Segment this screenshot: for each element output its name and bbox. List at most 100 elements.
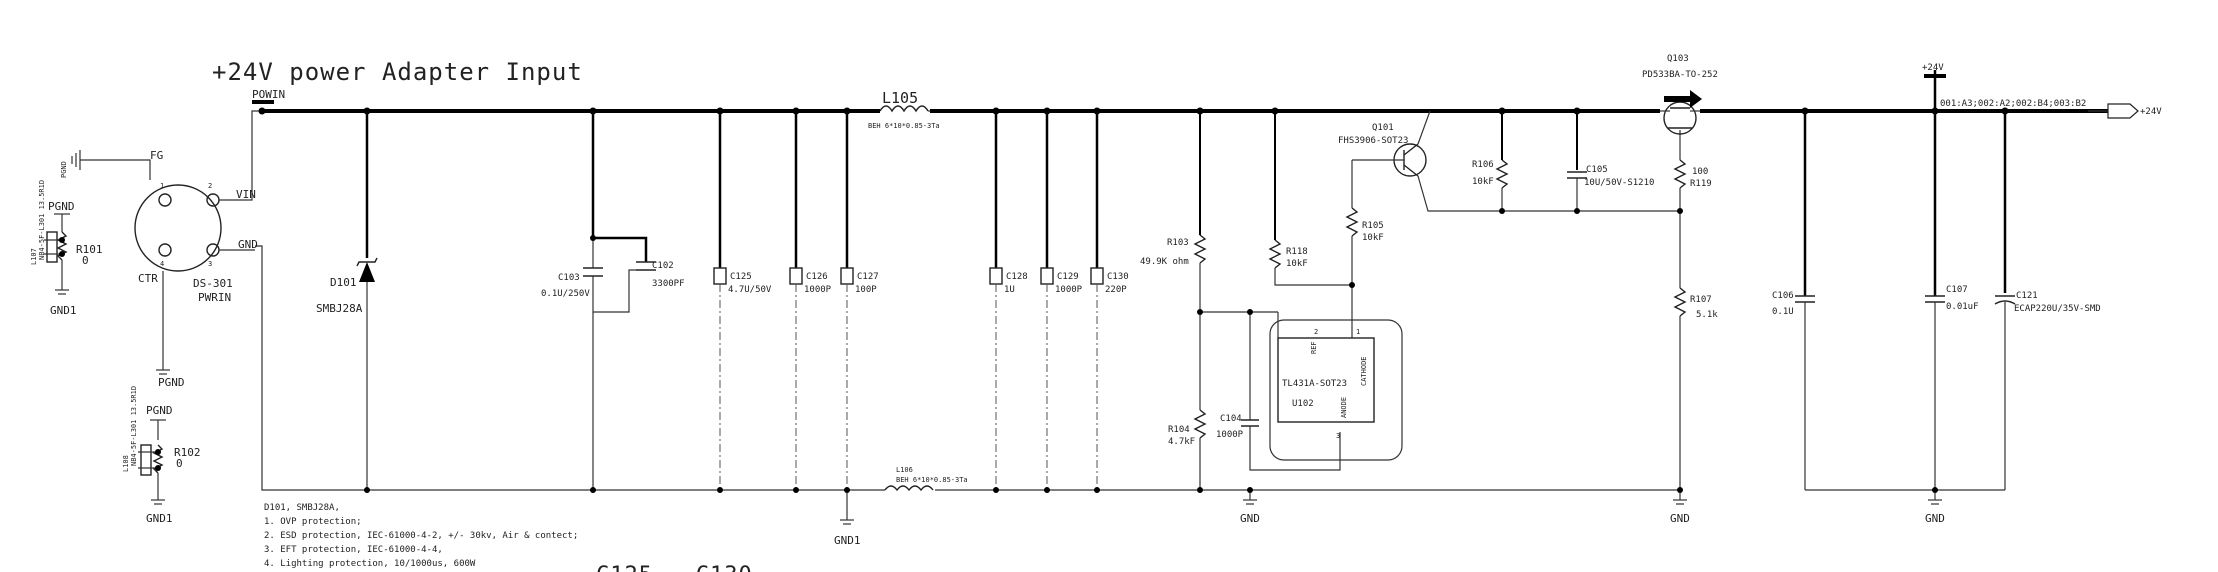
junction-dots <box>258 107 2009 493</box>
p24v-label: +24V <box>1922 63 1944 73</box>
c104-value: 1000P <box>1216 430 1244 440</box>
gnd1-label-bottom: GND1 <box>146 512 173 525</box>
r101-ref: R101 <box>76 243 103 256</box>
c126-value: 1000P <box>804 285 832 295</box>
r118-value: 10kF <box>1286 259 1308 269</box>
note-line-1: 1. OVP protection; <box>264 517 362 527</box>
r105-ref: R105 <box>1362 221 1384 231</box>
u102-part: TL431A-SOT23 <box>1282 379 1347 389</box>
l108-part: NB4-5F-L301 13.5R1D <box>130 386 138 466</box>
r105-value: 10kF <box>1362 233 1384 243</box>
note-line-4: 4. Lighting protection, 10/1000us, 600W <box>264 559 476 569</box>
d101-value: SMBJ28A <box>316 302 363 315</box>
connector-pin-vin: VIN <box>236 188 256 201</box>
q101-ref: Q101 <box>1372 123 1394 133</box>
power-connector <box>80 110 262 375</box>
u102-pin-1: 1 <box>1356 328 1360 336</box>
inductor-l105 <box>879 105 930 113</box>
pgnd-label-top: PGND <box>48 200 75 213</box>
c121-ref: C121 <box>2016 291 2038 301</box>
c107-ref: C107 <box>1946 285 1968 295</box>
r102-ref: R102 <box>174 446 201 459</box>
connector-pin-1: 1 <box>160 182 164 190</box>
c106-value: 0.1U <box>1772 307 1794 317</box>
connector-pin-3: 3 <box>208 260 212 268</box>
d101-ref: D101 <box>330 276 357 289</box>
filter-bank-right <box>989 111 1104 490</box>
connector-pin-gnd: GND <box>238 238 258 251</box>
gnd1-label-mid: GND1 <box>834 534 861 547</box>
ground-symbols <box>1243 490 1942 505</box>
c129-ref: C129 <box>1057 272 1079 282</box>
gnd-label-1: GND <box>1240 512 1260 525</box>
c127-ref: C127 <box>857 272 879 282</box>
c125-value: 4.7U/50V <box>728 285 772 295</box>
ground-tie-top <box>44 213 70 295</box>
powin-label: POWIN <box>252 88 285 101</box>
c102-value: 3300PF <box>652 279 685 289</box>
q103-ref: Q103 <box>1667 54 1689 64</box>
u102-pin-cathode: CATHODE <box>1360 356 1368 386</box>
r103-ref: R103 <box>1167 238 1189 248</box>
r102-value: 0 <box>176 457 183 470</box>
pgnd-label-bottom: PGND <box>146 404 173 417</box>
l106-ref: L106 <box>896 466 913 474</box>
r104-value: 4.7kF <box>1168 437 1195 447</box>
note-line-2: 2. ESD protection, IEC-61000-4-2, +/- 30… <box>264 531 578 541</box>
r118-ref: R118 <box>1286 247 1308 257</box>
output-caps <box>1795 70 2016 490</box>
cut-caption: C125 ~ C130 <box>596 563 753 572</box>
c107-value: 0.01uF <box>1946 302 1979 312</box>
offpage-connector <box>2088 103 2139 119</box>
ground-bus <box>255 245 2005 491</box>
pgnd-chassis-symbol <box>71 150 81 170</box>
c105-value: 10U/50V-S1210 <box>1584 178 1654 188</box>
r119-ref: R119 <box>1690 179 1712 189</box>
c103-c102-network <box>583 111 656 490</box>
c129-value: 1000P <box>1055 285 1083 295</box>
c106-ref: C106 <box>1772 291 1794 301</box>
c125-ref: C125 <box>730 272 752 282</box>
mosfet-q103 <box>1660 90 1702 135</box>
tl431-box <box>1269 319 1403 461</box>
u102-pin-anode: ANODE <box>1340 397 1348 418</box>
c127-value: 100P <box>855 285 877 295</box>
c105-ref: C105 <box>1586 165 1608 175</box>
connector-pin-2: 2 <box>208 182 212 190</box>
inductor-l106 <box>840 485 934 525</box>
schematic-title: +24V power Adapter Input <box>212 58 583 86</box>
connector-pin-4: 4 <box>160 260 164 268</box>
u102-pin-ref: REF <box>1310 341 1318 354</box>
connector-name: PWRIN <box>198 291 231 304</box>
regulator-network <box>1193 110 1687 490</box>
c103-value: 0.1U/250V <box>541 289 590 299</box>
c128-value: 1U <box>1004 285 1015 295</box>
filter-bank-left <box>713 111 854 490</box>
ground-tie-bottom <box>138 419 166 505</box>
c121-value: ECAP220U/35V-SMD <box>2014 304 2101 314</box>
r106-ref: R106 <box>1472 160 1494 170</box>
c102-ref: C102 <box>652 261 674 271</box>
r104-ref: R104 <box>1168 425 1190 435</box>
fg-label: FG <box>150 149 163 162</box>
note-line-3: 3. EFT protection, IEC-61000-4-4, <box>264 545 443 555</box>
c128-ref: C128 <box>1006 272 1028 282</box>
r107-ref: R107 <box>1690 295 1712 305</box>
l105-ref: L105 <box>882 89 918 107</box>
r119-value: 100 <box>1692 167 1708 177</box>
connector-ref: DS-301 <box>193 277 233 290</box>
gnd-label-2: GND <box>1670 512 1690 525</box>
c103-ref: C103 <box>558 273 580 283</box>
r101-value: 0 <box>82 254 89 267</box>
c130-value: 220P <box>1105 285 1127 295</box>
l106-part: BEH 6*10*0.85-3Ta <box>896 476 968 484</box>
l107-ref: L107 <box>30 248 38 265</box>
q101-part: FHS3906-SOT23 <box>1338 136 1408 146</box>
u102-pin-3: 3 <box>1336 432 1340 440</box>
u102-pin-2: 2 <box>1314 328 1318 336</box>
pgnd-label-connector: PGND <box>158 376 185 389</box>
l107-part: NB4-5F-L301 13.5R1D <box>38 180 46 260</box>
connector-pin-ctr: CTR <box>138 272 158 285</box>
pgnd-vertical-label: PGND <box>60 161 68 178</box>
